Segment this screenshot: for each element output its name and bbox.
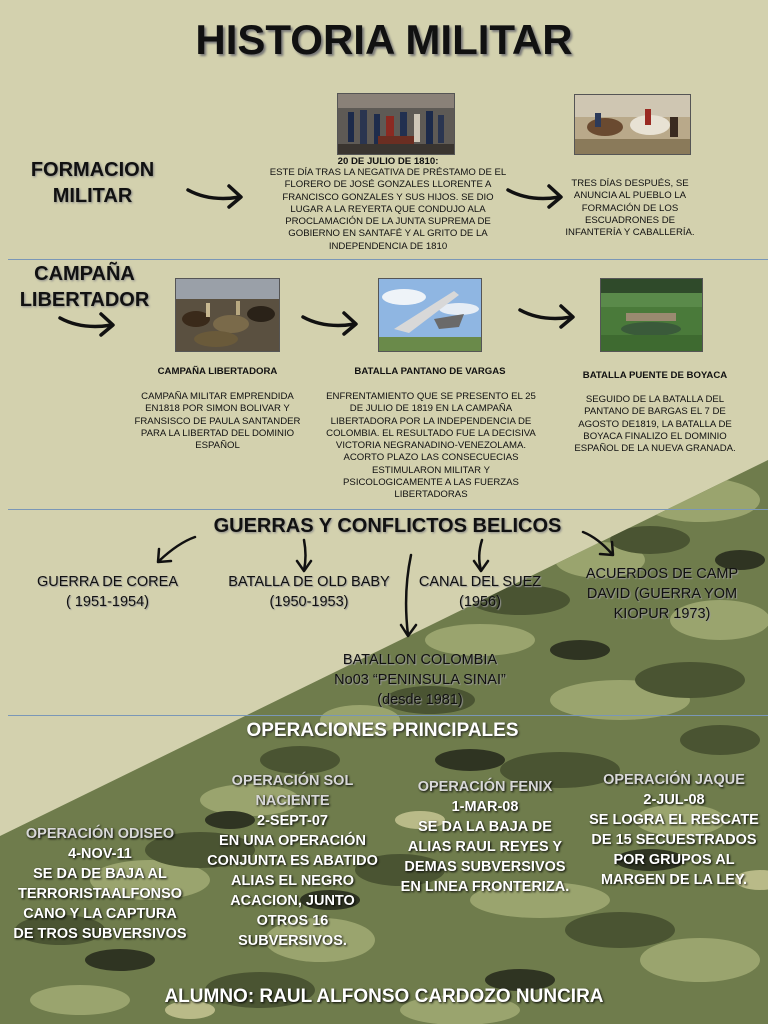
section-divider <box>8 715 768 716</box>
operaciones-heading: OPERACIONES PRINCIPALES <box>246 720 519 741</box>
jaque-text-4: MARGEN DE LA LEY. <box>600 872 748 888</box>
formacion-heading: FORMACION MILITAR <box>20 157 165 209</box>
fenix-text-3: DEMAS SUBVERSIVOS <box>404 859 566 875</box>
guerra-corea: GUERRA DE COREA ( 1951-1954) <box>20 572 195 612</box>
batallon-line3: (desde 1981) <box>377 692 463 708</box>
puente-boyaca-text: SEGUIDO DE LA BATALLA DEL PANTANO DE BAR… <box>574 394 736 455</box>
odiseo-text-1: SE DA DE BAJA AL <box>33 866 167 882</box>
arrow-icon <box>506 184 563 209</box>
jaque-date: 2-JUL-08 <box>643 792 705 808</box>
junta-painting-image <box>337 93 455 155</box>
odiseo-text-4: DE TROS SUBVERSIVOS <box>13 926 187 942</box>
event-1810-date: 20 DE JULIO DE 1810: <box>337 156 439 167</box>
jaque-text-2: DE 15 SECUESTRADOS <box>591 832 757 848</box>
pantano-vargas-text: ENFRENTAMIENTO QUE SE PRESENTO EL 25 DE … <box>326 391 536 501</box>
formacion-heading-line2: MILITAR <box>52 185 133 207</box>
arrow-icon <box>301 311 358 336</box>
acuerdos-camp-david: ACUERDOS DE CAMP DAVID (GUERRA YOM KIOPU… <box>573 564 751 624</box>
sol-text-6: SUBVERSIVOS. <box>238 933 347 949</box>
camp-david-line3: KIOPUR 1973) <box>613 606 711 622</box>
batallon-line1: BATALLON COLOMBIA <box>342 652 498 668</box>
sol-text-4: ACACION, JUNTO <box>230 893 355 909</box>
batalla-old-baby: BATALLA DE OLD BABY (1950-1953) <box>214 572 404 612</box>
batalla-old-baby-name: BATALLA DE OLD BABY <box>228 574 390 590</box>
pantano-vargas-title: BATALLA PANTANO DE VARGAS <box>354 366 506 377</box>
cavalry-painting-image <box>574 94 691 155</box>
sol-date: 2-SEPT-07 <box>257 813 328 829</box>
jaque-name: OPERACIÓN JAQUE <box>603 772 745 788</box>
arrow-icon <box>399 553 418 638</box>
fenix-text-4: EN LINEA FRONTERIZA. <box>400 879 570 895</box>
odiseo-name: OPERACIÓN ODISEO <box>25 826 175 842</box>
puente-boyaca-image <box>600 278 703 352</box>
canal-suez-name: CANAL DEL SUEZ <box>418 574 542 590</box>
pantano-monument-image <box>378 278 482 352</box>
operacion-fenix: OPERACIÓN FENIX 1-MAR-08 SE DA LA BAJA D… <box>390 777 580 897</box>
guerra-corea-years: ( 1951-1954) <box>65 594 150 610</box>
arrow-icon <box>156 535 197 564</box>
jaque-text-1: SE LOGRA EL RESCATE <box>589 812 759 828</box>
puente-boyaca-title: BATALLA PUENTE DE BOYACA <box>582 370 728 381</box>
arrow-icon <box>581 530 615 557</box>
sol-name-1: OPERACIÓN SOL <box>231 773 354 789</box>
camp-david-line2: DAVID (GUERRA YOM <box>586 586 738 602</box>
section-divider <box>8 259 768 260</box>
fenix-text-2: ALIAS RAUL REYES Y <box>407 839 563 855</box>
operacion-jaque: OPERACIÓN JAQUE 2-JUL-08 SE LOGRA EL RES… <box>580 770 768 890</box>
formacion-heading-line1: FORMACION <box>30 159 155 181</box>
jaque-text-3: POR GRUPOS AL <box>613 852 735 868</box>
event-escuadrones-text: TRES DÍAS DESPUÉS, SE ANUNCIA AL PUEBLO … <box>565 178 695 239</box>
campana-heading: CAMPAÑA LIBERTADOR <box>12 261 157 313</box>
operacion-odiseo: OPERACIÓN ODISEO 4-NOV-11 SE DA DE BAJA … <box>5 824 195 944</box>
batallon-line2: No03 “PENINSULA SINAI” <box>334 672 506 688</box>
sol-text-1: EN UNA OPERACIÓN <box>219 833 366 849</box>
arrow-icon <box>58 312 115 337</box>
sol-name-2: NACIENTE <box>255 793 330 809</box>
odiseo-text-2: TERRORISTAALFONSO <box>17 886 183 902</box>
campana-libertadora-title: CAMPAÑA LIBERTADORA <box>157 366 278 377</box>
sol-text-5: OTROS 16 <box>256 913 329 929</box>
alumno-credit: ALUMNO: RAUL ALFONSO CARDOZO NUNCIRA <box>164 986 604 1007</box>
campana-libertadora-text: CAMPAÑA MILITAR EMPRENDIDA EN1818 POR SI… <box>134 391 301 452</box>
event-1810: 20 DE JULIO DE 1810: ESTE DÍA TRAS LA NE… <box>268 156 508 253</box>
arrow-icon <box>472 538 490 573</box>
guerras-heading: GUERRAS Y CONFLICTOS BELICOS <box>213 515 562 537</box>
batalla-old-baby-years: (1950-1953) <box>269 594 349 610</box>
arrow-icon <box>186 184 243 209</box>
arrow-icon <box>295 538 313 573</box>
campana-heading-line1: CAMPAÑA <box>34 263 135 285</box>
fenix-name: OPERACIÓN FENIX <box>417 779 553 795</box>
odiseo-date: 4-NOV-11 <box>68 846 132 862</box>
event-1810-text: ESTE DÍA TRAS LA NEGATIVA DE PRÉSTAMO DE… <box>269 167 507 252</box>
sol-text-2: CONJUNTA ES ABATIDO <box>207 853 378 869</box>
fenix-text-1: SE DA LA BAJA DE <box>418 819 552 835</box>
fenix-date: 1-MAR-08 <box>451 799 519 815</box>
canal-suez-year: (1956) <box>459 594 501 610</box>
canal-suez: CANAL DEL SUEZ (1956) <box>410 572 550 612</box>
campana-painting-image <box>175 278 280 352</box>
camp-david-line1: ACUERDOS DE CAMP <box>585 566 739 582</box>
sol-text-3: ALIAS EL NEGRO <box>231 873 354 889</box>
odiseo-text-3: CANO Y LA CAPTURA <box>23 906 177 922</box>
page-title: HISTORIA MILITAR <box>195 16 573 63</box>
arrow-icon <box>518 304 575 329</box>
section-divider <box>8 509 768 510</box>
campana-heading-line2: LIBERTADOR <box>19 289 150 311</box>
operacion-sol-naciente: OPERACIÓN SOL NACIENTE 2-SEPT-07 EN UNA … <box>195 771 390 951</box>
guerra-corea-name: GUERRA DE COREA <box>37 574 178 590</box>
batallon-colombia: BATALLON COLOMBIA No03 “PENINSULA SINAI”… <box>300 650 540 710</box>
